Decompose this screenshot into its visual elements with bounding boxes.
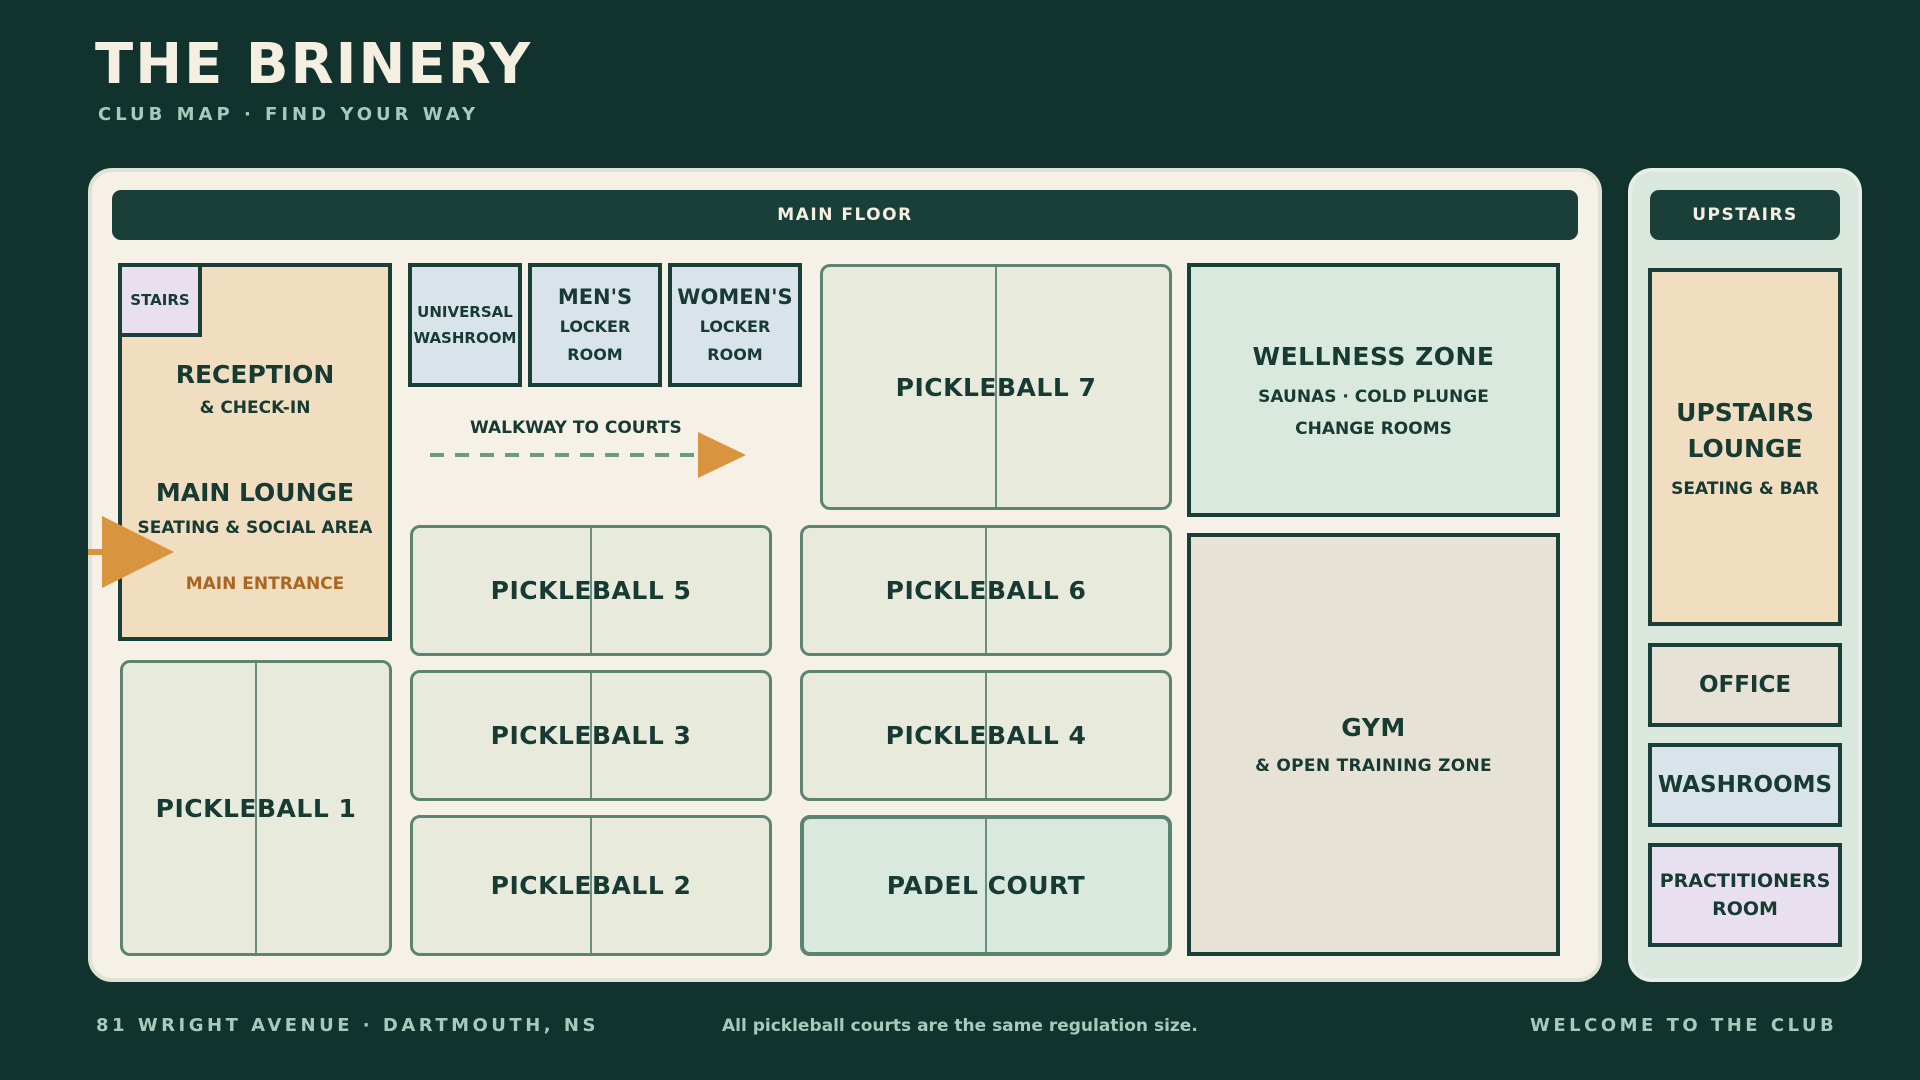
pickleball-court-3[interactable]: PICKLEBALL 3 xyxy=(410,670,772,801)
main-entrance-label: MAIN ENTRANCE xyxy=(185,574,345,594)
pickleball-court-5[interactable]: PICKLEBALL 5 xyxy=(410,525,772,656)
practitioners-line2: ROOM xyxy=(1712,898,1778,920)
pickleball-court-6[interactable]: PICKLEBALL 6 xyxy=(800,525,1172,656)
court-net xyxy=(985,528,987,653)
reception-title: RECEPTION xyxy=(175,360,335,389)
court-label: PICKLEBALL 7 xyxy=(895,372,1097,402)
mens-locker-line2: LOCKER ROOM xyxy=(559,317,631,364)
main-lounge-title: MAIN LOUNGE xyxy=(155,478,355,507)
footer-note: All pickleball courts are the same regul… xyxy=(722,1016,1198,1036)
main-lounge-subtitle: SEATING & SOCIAL AREA xyxy=(137,518,373,538)
mens-locker-room[interactable]: MEN'S LOCKER ROOM xyxy=(528,263,662,387)
court-net xyxy=(995,267,997,507)
main-floor-header: MAIN FLOOR xyxy=(112,190,1578,240)
gym[interactable]: GYM & OPEN TRAINING ZONE xyxy=(1187,533,1560,956)
upstairs-lounge-line1: UPSTAIRS xyxy=(1676,398,1814,427)
wellness-line1: SAUNAS · COLD PLUNGE xyxy=(1258,386,1489,407)
office-label: OFFICE xyxy=(1698,672,1792,698)
gym-title: GYM xyxy=(1341,713,1406,742)
pickleball-court-1[interactable]: PICKLEBALL 1 xyxy=(120,660,392,956)
office[interactable]: OFFICE xyxy=(1648,643,1842,727)
walkway-arrow-icon xyxy=(430,432,746,478)
padel-court[interactable]: PADEL COURT xyxy=(800,815,1172,956)
mens-locker-line1: MEN'S xyxy=(557,285,633,309)
pickleball-court-7[interactable]: PICKLEBALL 7 xyxy=(820,264,1172,510)
wellness-line2: CHANGE ROOMS xyxy=(1295,418,1452,439)
upstairs-lounge-subtitle: SEATING & BAR xyxy=(1671,479,1819,499)
stairs-label: STAIRS xyxy=(130,291,190,309)
entrance-arrow-icon xyxy=(88,516,174,588)
court-net xyxy=(590,673,592,798)
wellness-zone[interactable]: WELLNESS ZONE SAUNAS · COLD PLUNGE CHANG… xyxy=(1187,263,1560,517)
universal-washroom-line1: UNIVERSAL xyxy=(417,303,513,321)
pickleball-court-4[interactable]: PICKLEBALL 4 xyxy=(800,670,1172,801)
court-net xyxy=(590,818,592,953)
upstairs-lounge[interactable]: UPSTAIRS LOUNGE SEATING & BAR xyxy=(1648,268,1842,626)
court-label: PICKLEBALL 5 xyxy=(490,576,692,605)
court-label: PICKLEBALL 1 xyxy=(155,793,357,823)
page-title: THE BRINERY xyxy=(95,32,533,97)
reception-subtitle: & CHECK-IN xyxy=(199,398,311,418)
stairs[interactable]: STAIRS xyxy=(118,263,202,337)
womens-locker-line1: WOMEN'S xyxy=(677,285,793,309)
court-net xyxy=(985,673,987,798)
upstairs-lounge-line2: LOUNGE xyxy=(1687,434,1803,463)
court-label: PICKLEBALL 3 xyxy=(490,721,692,750)
womens-locker-line2: LOCKER ROOM xyxy=(699,317,771,364)
universal-washroom-line2: WASHROOM xyxy=(413,329,517,347)
court-net xyxy=(255,663,257,953)
upstairs-washrooms[interactable]: WASHROOMS xyxy=(1648,743,1842,827)
washrooms-label: WASHROOMS xyxy=(1657,772,1833,798)
upstairs-header: UPSTAIRS xyxy=(1650,190,1840,240)
practitioners-line1: PRACTITIONERS xyxy=(1659,870,1831,892)
gym-subtitle: & OPEN TRAINING ZONE xyxy=(1255,756,1492,776)
page-subtitle: CLUB MAP · FIND YOUR WAY xyxy=(98,104,480,125)
court-label: PICKLEBALL 6 xyxy=(885,576,1087,605)
wellness-title: WELLNESS ZONE xyxy=(1252,341,1495,371)
practitioners-room[interactable]: PRACTITIONERS ROOM xyxy=(1648,843,1842,947)
court-label: PICKLEBALL 2 xyxy=(490,871,692,900)
court-label: PICKLEBALL 4 xyxy=(885,721,1087,750)
footer-welcome: WELCOME TO THE CLUB xyxy=(1530,1015,1838,1036)
footer-address: 81 WRIGHT AVENUE · DARTMOUTH, NS xyxy=(96,1015,599,1036)
court-net xyxy=(985,819,987,952)
universal-washroom[interactable]: UNIVERSAL WASHROOM xyxy=(408,263,522,387)
pickleball-court-2[interactable]: PICKLEBALL 2 xyxy=(410,815,772,956)
court-label: PADEL COURT xyxy=(886,871,1086,900)
womens-locker-room[interactable]: WOMEN'S LOCKER ROOM xyxy=(668,263,802,387)
walkway-label: WALKWAY TO COURTS xyxy=(470,418,682,438)
court-net xyxy=(590,528,592,653)
